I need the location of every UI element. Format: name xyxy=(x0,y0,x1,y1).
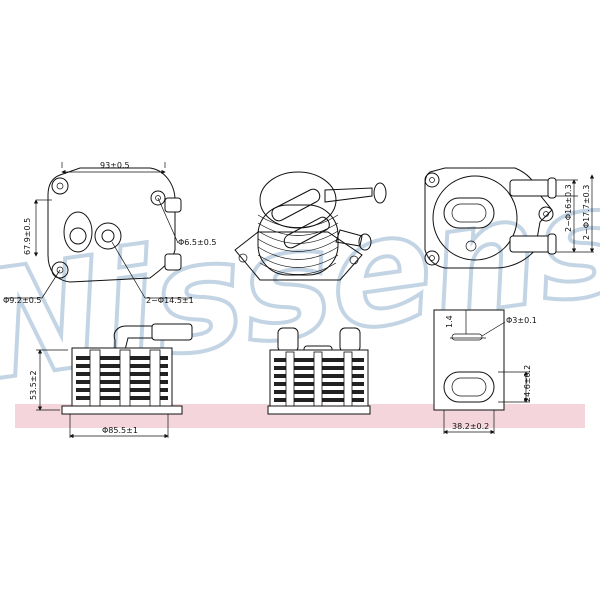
dim-holes-14-5: 2−Φ14.5±1 xyxy=(146,296,194,305)
dim-width-38-2: 38.2±0.2 xyxy=(452,422,489,431)
dim-len-1-4: 1.4 xyxy=(445,315,454,328)
dim-dia-85-5: Φ85.5±1 xyxy=(102,426,138,435)
dim-height-24-6: 24.6±0.2 xyxy=(523,365,532,402)
front-view: 93±0.5 67.9±0.5 Φ6.5±0.5 Φ9.2±0.5 2−Φ14.… xyxy=(3,161,216,305)
dim-dia-16: 2−Φ16±0.3 xyxy=(564,184,573,232)
side-view-middle xyxy=(267,327,371,415)
isometric-view xyxy=(234,171,387,281)
rear-view: 2−Φ16±0.3 2−Φ17.7±0.3 xyxy=(424,167,595,269)
dim-dia-3: Φ3±0.1 xyxy=(506,316,537,325)
dim-dia-6-5: Φ6.5±0.5 xyxy=(178,238,216,247)
dim-height-67-9: 67.9±0.5 xyxy=(23,218,32,255)
port-detail-view: 1.4 Φ3±0.1 24.6±0.2 38.2±0.2 xyxy=(433,309,537,435)
dim-width-93: 93±0.5 xyxy=(100,161,130,170)
dim-height-53-5: 53.5±2 xyxy=(29,370,38,400)
dim-dia-9-2: Φ9.2±0.5 xyxy=(3,296,41,305)
side-view-left: 53.5±2 Φ85.5±1 xyxy=(29,323,193,439)
dim-dia-17-7: 2−Φ17.7±0.3 xyxy=(582,185,591,240)
